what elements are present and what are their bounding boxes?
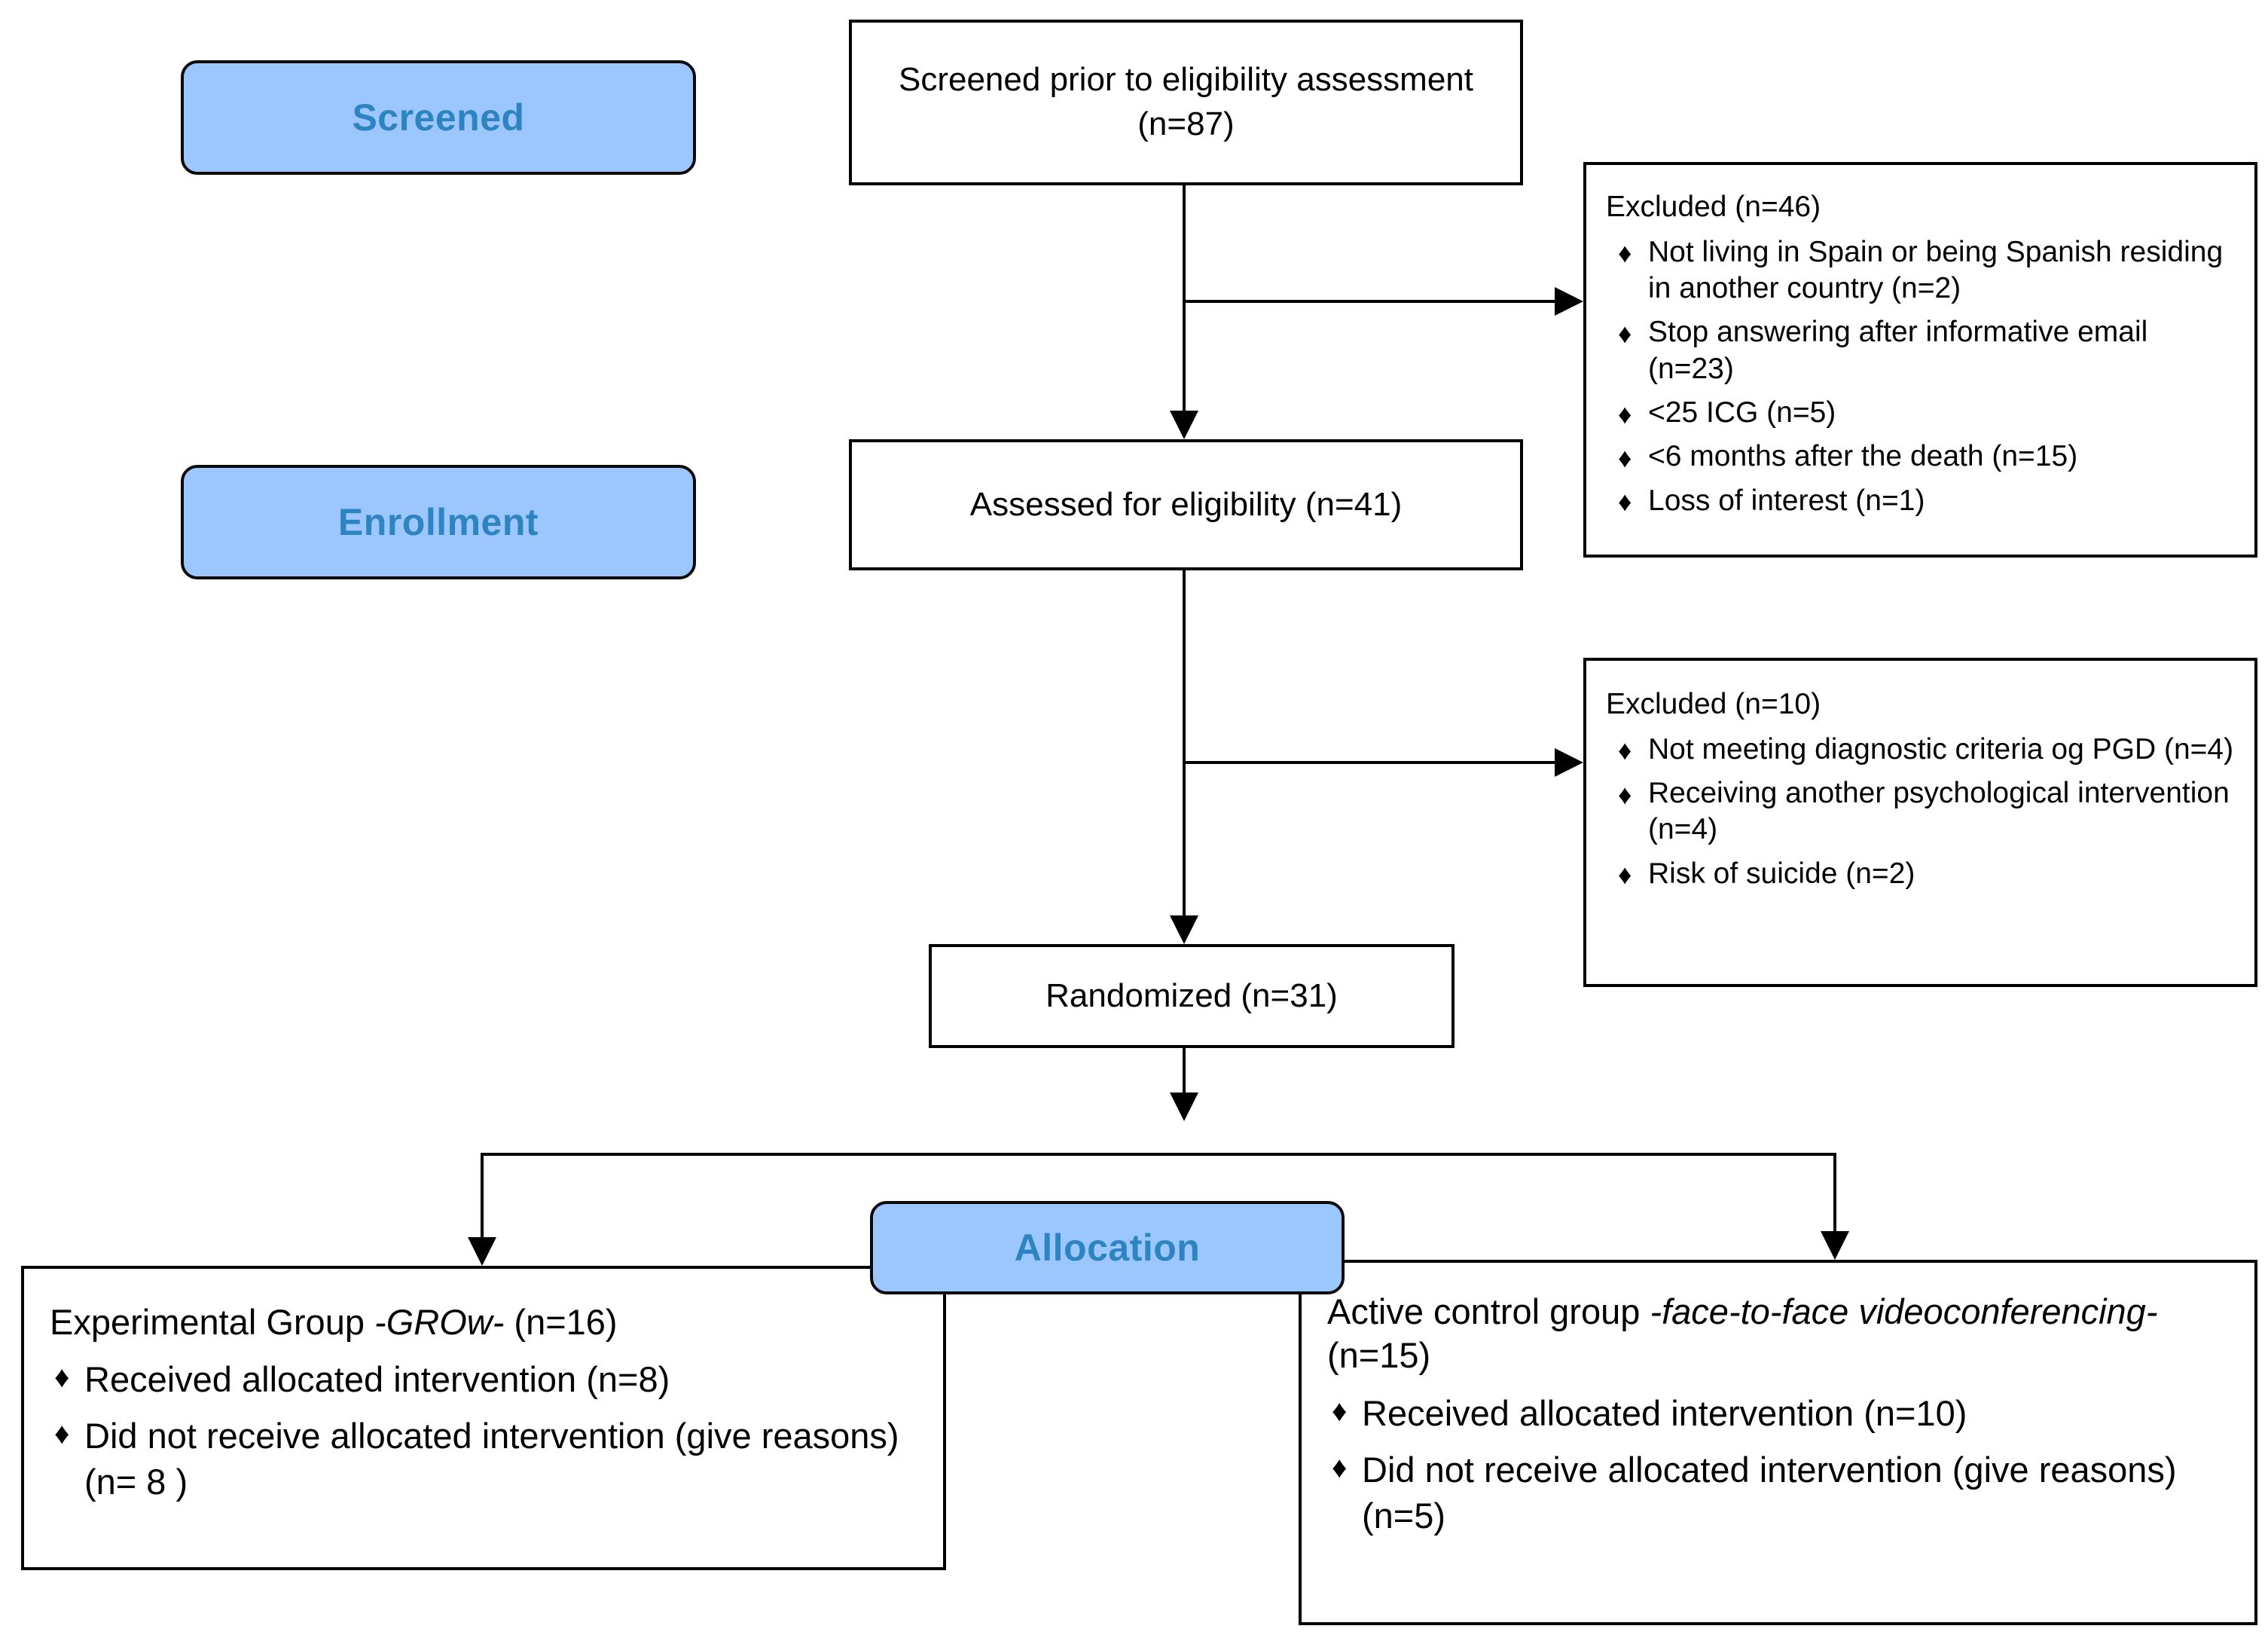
list-item-text: Stop answering after informative email (… (1648, 316, 2148, 385)
diamond-bullet-icon: ♦ (1618, 486, 1632, 518)
list-item: ♦ Did not receive allocated intervention … (50, 1413, 923, 1505)
stage-pill-enrollment-label: Enrollment (337, 501, 539, 543)
diamond-bullet-icon: ♦ (1618, 859, 1632, 891)
diamond-bullet-icon: ♦ (1618, 778, 1632, 810)
box-arm-control: Active control group -face-to-face video… (1299, 1260, 2257, 1625)
list-item-text: Not living in Spain or being Spanish res… (1648, 235, 2224, 304)
list-item-text: Did not receive allocated intervention (… (1362, 1449, 2177, 1536)
connector-screened-to-assessed (1183, 185, 1186, 411)
arrowhead-excluded-1 (1555, 287, 1583, 316)
list-item: ♦ <25 ICG (n=5) (1606, 395, 2238, 431)
list-item-text: Loss of interest (n=1) (1648, 484, 1925, 517)
excluded-2-header: Excluded (n=10) (1606, 688, 1821, 720)
list-item-text: <25 ICG (n=5) (1648, 396, 1836, 429)
arrowhead-arm-right (1821, 1231, 1849, 1260)
diamond-bullet-icon: ♦ (1332, 1450, 1348, 1484)
connector-to-excluded-2 (1183, 761, 1555, 764)
list-item: ♦ Risk of suicide (n=2) (1606, 856, 2238, 892)
list-item: ♦ Received allocated intervention (n=10) (1327, 1390, 2235, 1436)
diamond-bullet-icon: ♦ (54, 1417, 70, 1451)
list-item: ♦ Receiving another psychological interve… (1606, 775, 2238, 848)
stage-pill-allocation[interactable]: Allocation (870, 1201, 1345, 1294)
arm-right-header-italic: -face-to-face videoconferencing- (1650, 1291, 2158, 1331)
diamond-bullet-icon: ♦ (1618, 237, 1632, 269)
arm-left-header: Experimental Group -GROw- (n=16) (50, 1300, 923, 1346)
arm-right-header: Active control group -face-to-face video… (1327, 1290, 2235, 1380)
arm-right-header-post: (n=15) (1327, 1335, 1431, 1376)
list-item-text: Received allocated intervention (n=10) (1362, 1392, 1967, 1433)
diamond-bullet-icon: ♦ (1332, 1394, 1348, 1428)
arm-left-list: ♦ Received allocated intervention (n=8) ♦… (50, 1346, 923, 1505)
stage-pill-allocation-label: Allocation (1014, 1227, 1201, 1269)
arm-left-header-italic: -GROw- (374, 1302, 505, 1342)
list-item: ♦ Did not receive allocated intervention … (1327, 1447, 2235, 1539)
list-item-text: Receiving another psychological interven… (1648, 776, 2230, 846)
diamond-bullet-icon: ♦ (1618, 442, 1632, 473)
connector-split-right (1833, 1153, 1836, 1231)
list-item: ♦ Not living in Spain or being Spanish re… (1606, 234, 2238, 307)
box-arm-experimental: Experimental Group -GROw- (n=16) ♦ Receiv… (21, 1266, 946, 1570)
list-item: ♦ Stop answering after informative email … (1606, 314, 2238, 387)
arm-left-header-pre: Experimental Group (50, 1302, 375, 1342)
stage-pill-screened[interactable]: Screened (181, 60, 696, 175)
box-excluded-2: Excluded (n=10) ♦ Not meeting diagnostic … (1583, 658, 2257, 987)
excluded-2-list: ♦ Not meeting diagnostic criteria og PGD … (1606, 724, 2238, 892)
excluded-1-list: ♦ Not living in Spain or being Spanish re… (1606, 227, 2238, 520)
box-screened-prior: Screened prior to eligibility assessment… (849, 20, 1523, 185)
diamond-bullet-icon: ♦ (1618, 317, 1632, 349)
list-item: ♦ Received allocated intervention (n=8) (50, 1356, 923, 1402)
list-item-text: Did not receive allocated intervention (… (84, 1416, 899, 1502)
diamond-bullet-icon: ♦ (1618, 398, 1632, 429)
arm-right-list: ♦Received allocated intervention (n=10) … (1327, 1380, 2235, 1539)
arrowhead-assessed (1170, 411, 1198, 439)
excluded-1-header: Excluded (n=46) (1606, 191, 1821, 223)
diamond-bullet-icon: ♦ (1618, 735, 1632, 766)
list-item: ♦ <6 months after the death (n=15) (1606, 439, 2238, 475)
box-randomized: Randomized (n=31) (929, 944, 1455, 1048)
arrowhead-arm-left (468, 1237, 496, 1266)
arm-right-header-pre: Active control group (1327, 1291, 1650, 1331)
arrowhead-splitter (1170, 1093, 1198, 1121)
connector-assessed-to-randomized (1183, 569, 1186, 915)
list-item: ♦ Not meeting diagnostic criteria og PGD … (1606, 732, 2238, 768)
box-excluded-1: Excluded (n=46) ♦ Not living in Spain or … (1583, 162, 2257, 558)
diamond-bullet-icon: ♦ (54, 1361, 70, 1395)
stage-pill-enrollment[interactable]: Enrollment (181, 465, 696, 579)
list-item-text: Risk of suicide (n=2) (1648, 857, 1915, 890)
connector-randomized-stem (1183, 1047, 1186, 1093)
box-screened-prior-text: Screened prior to eligibility assessment… (898, 61, 1474, 142)
list-item-text: <6 months after the death (n=15) (1648, 440, 2078, 473)
arrowhead-randomized (1170, 915, 1198, 944)
connector-split-left (481, 1153, 484, 1237)
box-randomized-text: Randomized (n=31) (1045, 976, 1338, 1014)
stage-pill-screened-label: Screened (352, 96, 525, 139)
box-assessed-eligibility: Assessed for eligibility (n=41) (849, 439, 1523, 570)
list-item-text: Received allocated intervention (n=8) (84, 1359, 670, 1400)
connector-split-bar (481, 1153, 1836, 1156)
arrowhead-excluded-2 (1555, 748, 1583, 777)
list-item-text: Not meeting diagnostic criteria og PGD (… (1648, 732, 2234, 766)
arm-left-header-post: (n=16) (504, 1302, 618, 1342)
list-item: ♦ Loss of interest (n=1) (1606, 483, 2238, 519)
connector-to-excluded-1 (1183, 300, 1555, 303)
box-assessed-eligibility-text: Assessed for eligibility (n=41) (969, 485, 1403, 523)
